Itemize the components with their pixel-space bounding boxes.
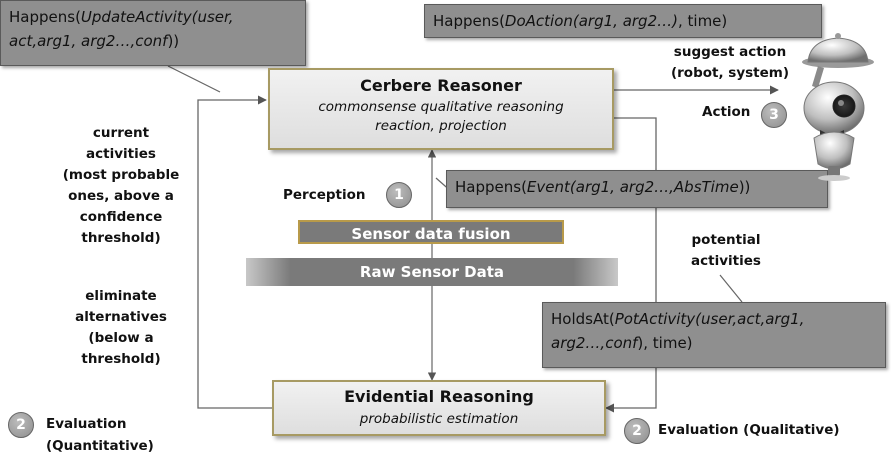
eliminate-alternatives-label: eliminate alternatives (below a threshol… (75, 288, 167, 367)
eval-quant-step-number: 2 (8, 412, 34, 438)
cerbere-reasoner-line2: reaction, projection (375, 118, 507, 134)
cerbere-reasoner-title: Cerbere Reasoner (360, 76, 522, 95)
suggest-action-label: suggest action (robot, system) (670, 44, 790, 81)
update-activity-box: Happens(UpdateActivity(user, act,arg1, a… (0, 0, 306, 66)
eval-qualitative-label: Evaluation (Qualitative) (658, 422, 840, 438)
update-pointer (167, 65, 221, 93)
action-label: Action (702, 104, 751, 120)
eval-qual-step-number: 2 (624, 418, 650, 444)
perception-label: Perception (283, 187, 366, 203)
current-activities-label: current activities (most probable ones, … (62, 125, 180, 246)
event-box: Happens(Event(arg1, arg2…,AbsTime)) (446, 170, 828, 208)
action-step-number: 3 (761, 102, 787, 128)
cerbere-reasoner-line1: commonsense qualitative reasoning (318, 99, 564, 115)
eval-quantitative-label: Evaluation (Quantitative) (46, 416, 154, 454)
cerbere-reasoner-panel: Cerbere Reasoner commonsense qualitative… (268, 68, 614, 150)
potential-activities-label: potential activities (691, 232, 761, 269)
evidential-reasoning-subtitle: probabilistic estimation (359, 411, 519, 427)
raw-sensor-bar: Raw Sensor Data (246, 258, 618, 286)
left-loop-line (197, 95, 272, 409)
right-loop-line (605, 117, 657, 413)
evidential-reasoning-title: Evidential Reasoning (344, 387, 534, 406)
perception-step-number: 1 (386, 182, 412, 208)
potential-pointer (719, 274, 743, 303)
holds-at-box: HoldsAt(PotActivity(user,act,arg1, arg2…… (542, 302, 886, 368)
do-action-box: Happens(DoAction(arg1, arg2…), time) (424, 4, 822, 38)
evidential-reasoning-panel: Evidential Reasoning probabilistic estim… (272, 380, 606, 436)
sensor-fusion-bar: Sensor data fusion (298, 220, 564, 244)
robot-illustration (802, 33, 874, 181)
